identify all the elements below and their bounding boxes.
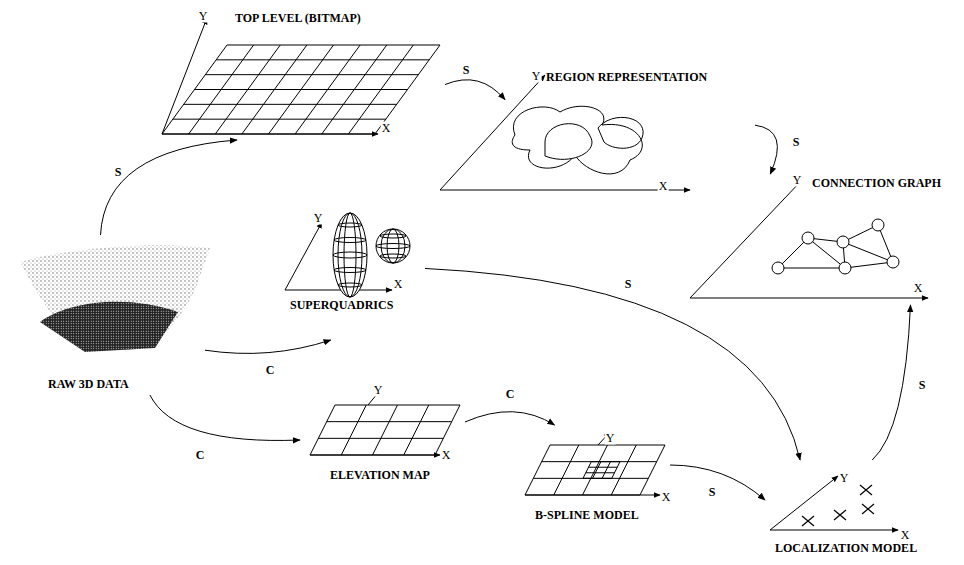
axis-label: X (900, 529, 911, 542)
axis-label: Y (198, 10, 209, 23)
axis-label: Y (373, 384, 384, 397)
grid-maps (162, 45, 665, 495)
axes (162, 18, 928, 530)
axis-label: X (661, 491, 672, 504)
flow-arrow (755, 125, 777, 174)
figure-title: REGION REPRESENTATION (546, 70, 707, 84)
edge-label: S (624, 278, 633, 291)
figure-title: RAW 3D DATA (48, 377, 129, 391)
axis-label: X (913, 282, 924, 295)
flow-arrow (872, 305, 910, 460)
figure-title: LOCALIZATION MODEL (775, 541, 917, 555)
axis-label: Y (605, 432, 616, 445)
edge-label: S (708, 486, 717, 499)
axis-label: X (393, 278, 404, 291)
edge-label: C (195, 449, 206, 462)
figure-title: SUPERQUADRICS (290, 298, 393, 312)
edge-label: S (792, 136, 801, 149)
edge-label: S (114, 166, 123, 179)
axis-label: X (441, 449, 452, 462)
figure-title: TOP LEVEL (BITMAP) (235, 11, 361, 25)
figure-title: B-SPLINE MODEL (535, 508, 639, 522)
localization-marks (802, 485, 874, 526)
region-blobs (512, 106, 643, 174)
figure-node: B-SPLINE MODEL (520, 425, 670, 525)
axis-label: Y (839, 472, 850, 485)
edge-label: C (505, 388, 516, 401)
axis-label: X (658, 180, 669, 193)
axis-label: Y (313, 212, 324, 225)
axis-label: Y (792, 174, 803, 187)
flow-arrow (670, 465, 765, 500)
figure-node: REGION REPRESENTATION (505, 68, 755, 195)
axis-label: X (381, 122, 392, 135)
figure-node: ELEVATION MAP (300, 385, 465, 485)
figure-node: TOP LEVEL (BITMAP) (160, 8, 445, 140)
figure-title: ELEVATION MAP (330, 468, 430, 482)
flow-arrow (150, 395, 300, 440)
edge-label: S (918, 379, 927, 392)
flow-arrow (205, 340, 331, 353)
figure-node: LOCALIZATION MODEL (765, 460, 960, 560)
raw-point-cloud (20, 245, 210, 352)
edge-label: S (462, 64, 471, 77)
flow-arrow (465, 412, 555, 425)
flow-arrow (101, 140, 237, 235)
flow-arrow (445, 80, 505, 100)
connection-graph (772, 219, 899, 274)
figure-node: RAW 3D DATA (15, 235, 205, 395)
superquadric-shapes (333, 213, 410, 297)
edge-label: C (265, 364, 276, 377)
figure-node: SUPERQUADRICS (280, 205, 425, 340)
flow-arrow (425, 268, 800, 460)
figure-title: CONNECTION GRAPH (812, 176, 941, 190)
axis-label: Y (531, 70, 542, 83)
